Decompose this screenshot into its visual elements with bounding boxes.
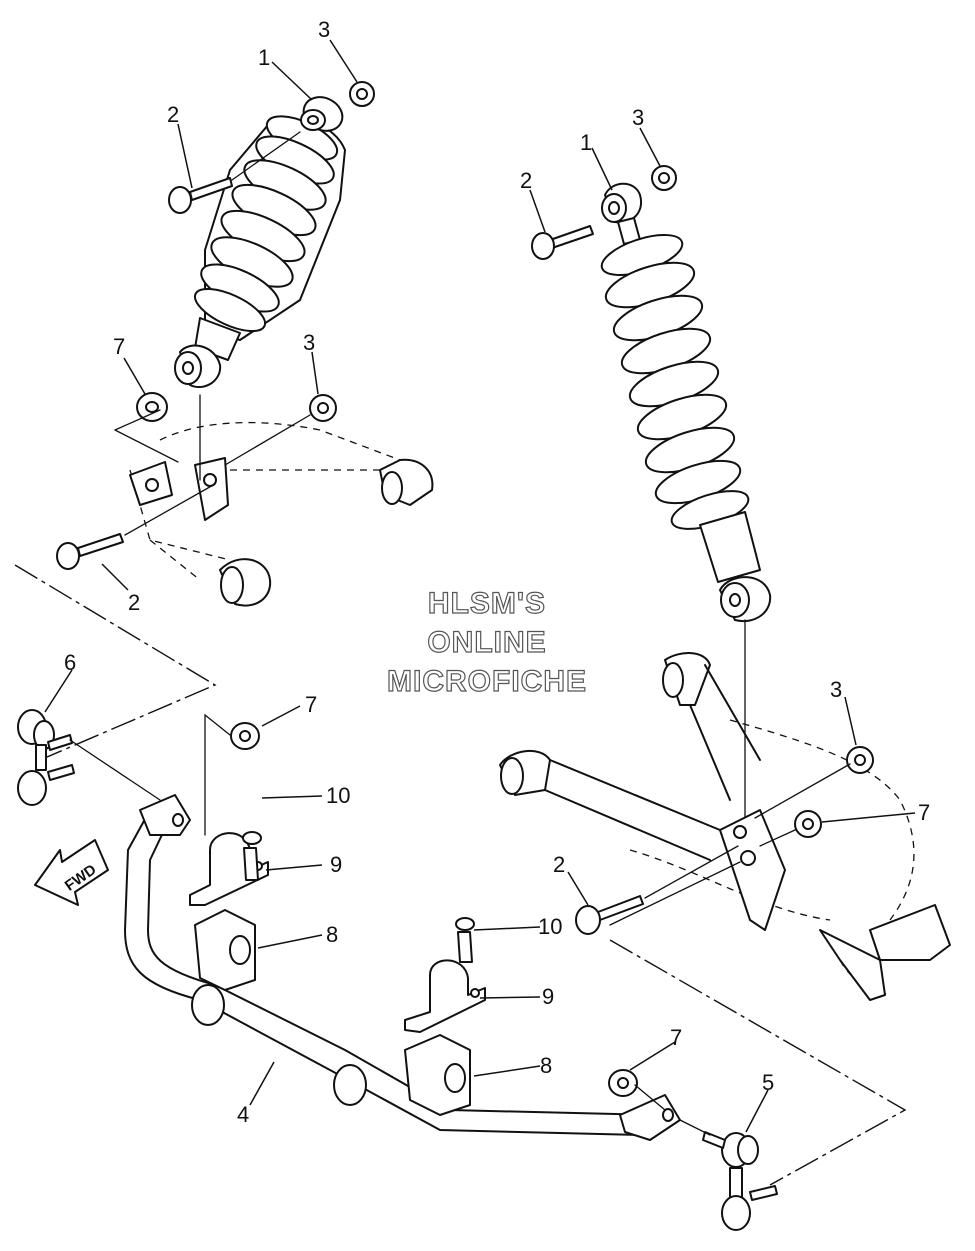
callout-7-stabilizer-left-nut: 7: [305, 692, 317, 717]
left-lower-arm: [129, 421, 434, 607]
callout-2-right-upper-bolt: 2: [520, 168, 532, 193]
fwd-arrow-icon: FWD: [34, 839, 109, 906]
right-bracket[interactable]: [404, 959, 486, 1033]
callout-7-stabilizer-right-nut: 7: [670, 1025, 682, 1050]
callout-1-left-shock: 1: [258, 45, 270, 70]
callout-2-left-upper-bolt: 2: [167, 102, 179, 127]
callout-9-left-bracket: 9: [330, 852, 342, 877]
watermark-line3: MICROFICHE: [387, 665, 587, 698]
callout-3-right-arm-nut: 3: [830, 677, 842, 702]
left-bushing[interactable]: [194, 909, 256, 991]
callout-9-right-bracket: 9: [542, 984, 554, 1009]
callout-2-right-arm-bolt: 2: [553, 852, 565, 877]
callout-6-left-link: 6: [64, 650, 76, 675]
callout-4-stabilizer-bar: 4: [237, 1102, 249, 1127]
right-upper-nut[interactable]: [651, 165, 677, 191]
left-lower-bolt[interactable]: [56, 533, 124, 570]
right-arm-nut-3[interactable]: [846, 746, 874, 774]
left-upper-nut[interactable]: [349, 81, 375, 107]
callout-8-right-bushing: 8: [540, 1053, 552, 1078]
right-bracket-bolt[interactable]: [455, 917, 475, 963]
callout-5-right-link: 5: [762, 1070, 774, 1095]
callout-7-left-lower-nut: 7: [113, 334, 125, 359]
right-shock-absorber[interactable]: [597, 182, 772, 623]
callout-8-left-bushing: 8: [326, 922, 338, 947]
left-lower-nut-7[interactable]: [136, 392, 168, 422]
right-arm-bolt[interactable]: [575, 895, 644, 935]
stabilizer-right-nut[interactable]: [608, 1069, 638, 1097]
right-arm-nut-7[interactable]: [794, 810, 822, 838]
right-stabilizer-link[interactable]: [702, 1131, 778, 1231]
callout-3-right-upper-nut: 3: [632, 105, 644, 130]
callout-3-left-lower-nut: 3: [303, 330, 315, 355]
callout-3-left-upper-nut: 3: [318, 17, 330, 42]
callout-7-right-arm-nut: 7: [918, 800, 930, 825]
right-bushing[interactable]: [404, 1034, 471, 1116]
callout-10-right-bracket-bolt: 10: [538, 914, 562, 939]
left-upper-bolt[interactable]: [168, 177, 233, 214]
left-lower-nut-3[interactable]: [309, 394, 337, 422]
callout-1-right-shock: 1: [580, 130, 592, 155]
callout-10-left-bracket-bolt: 10: [326, 783, 350, 808]
right-lower-arm: [499, 652, 951, 1001]
watermark-line1: HLSM'S: [428, 587, 546, 620]
left-stabilizer-link[interactable]: [17, 709, 75, 806]
watermark-line2: ONLINE: [427, 626, 546, 659]
stabilizer-left-nut[interactable]: [230, 722, 260, 750]
left-shock-absorber[interactable]: [174, 91, 348, 388]
callout-2-left-lower-bolt: 2: [128, 590, 140, 615]
left-bracket-bolt[interactable]: [242, 831, 262, 881]
stabilizer-bar[interactable]: [124, 794, 681, 1141]
right-upper-bolt[interactable]: [531, 225, 594, 260]
